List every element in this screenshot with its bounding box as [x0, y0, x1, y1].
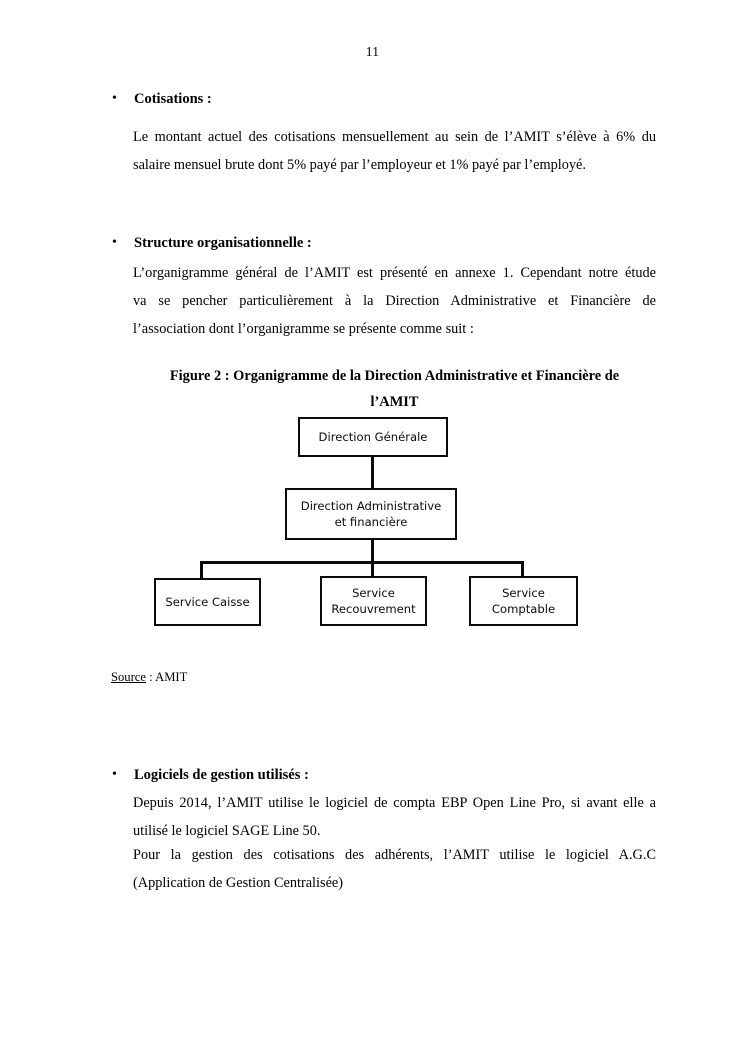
org-edge-to-service-comptable	[521, 561, 524, 579]
org-edge-trunk	[371, 540, 375, 564]
org-node-direction-administrative-financiere[interactable]: Direction Administrative et financière	[285, 488, 457, 540]
heading-logiciels-de-gestion: Logiciels de gestion utilisés :	[134, 767, 309, 783]
paragraph-line: Depuis 2014, l’AMIT utilise le logiciel …	[133, 795, 656, 811]
org-node-label: Service Caisse	[165, 595, 250, 609]
org-node-label-line-2: Recouvrement	[331, 602, 416, 616]
paragraph-line: utilisé le logiciel SAGE Line 50.	[133, 823, 321, 839]
paragraph-line: (Application de Gestion Centralisée)	[133, 875, 344, 891]
org-node-label-line-1: Service	[502, 586, 545, 600]
org-edge-bus	[200, 561, 524, 564]
figure-caption-line-1: Figure 2 : Organigramme de la Direction …	[169, 368, 620, 384]
bullet-icon: •	[112, 767, 117, 782]
org-edge-to-service-caisse	[200, 561, 203, 579]
figure-source-value: AMIT	[155, 670, 188, 684]
org-node-label-line-1: Service	[352, 586, 395, 600]
org-node-service-comptable[interactable]: Service Comptable	[469, 576, 578, 626]
org-edge-to-service-recouvrement	[371, 561, 375, 577]
bullet-icon: •	[112, 235, 117, 250]
paragraph-logiciels-1: Depuis 2014, l’AMIT utilise le logiciel …	[133, 789, 656, 845]
org-node-label-line-2: et financière	[334, 515, 408, 529]
paragraph-logiciels-2: Pour la gestion des cotisations des adhé…	[133, 841, 656, 897]
paragraph-line: Le montant actuel des cotisations mensue…	[133, 129, 656, 145]
figure-caption-line-2: l’AMIT	[370, 394, 419, 410]
heading-cotisations: Cotisations :	[134, 91, 212, 107]
paragraph-line: salaire mensuel brute dont 5% payé par l…	[133, 157, 586, 173]
org-node-service-recouvrement[interactable]: Service Recouvrement	[320, 576, 427, 626]
figure-source: Source : AMIT	[111, 668, 187, 686]
org-edge-generale-to-administrative	[371, 457, 375, 488]
org-node-service-caisse[interactable]: Service Caisse	[154, 578, 261, 626]
org-node-label: Direction Générale	[318, 430, 428, 444]
figure-caption: Figure 2 : Organigramme de la Direction …	[143, 363, 646, 415]
paragraph-line: va se pencher particulièrement à la Dire…	[133, 293, 656, 309]
heading-structure-organisationnelle: Structure organisationnelle :	[134, 235, 312, 251]
org-node-direction-generale[interactable]: Direction Générale	[298, 417, 448, 457]
org-node-label-line-2: Comptable	[491, 602, 556, 616]
paragraph-cotisations: Le montant actuel des cotisations mensue…	[133, 123, 656, 179]
figure-source-separator: :	[145, 670, 156, 684]
paragraph-structure-organisationnelle: L’organigramme général de l’AMIT est pré…	[133, 259, 656, 343]
paragraph-line: L’organigramme général de l’AMIT est pré…	[133, 265, 656, 281]
bullet-icon: •	[112, 91, 117, 106]
paragraph-line: Pour la gestion des cotisations des adhé…	[133, 847, 656, 863]
paragraph-line: l’association dont l’organigramme se pré…	[133, 321, 474, 337]
figure-source-label: Source	[111, 670, 146, 684]
page-number: 11	[365, 44, 380, 59]
org-node-label-line-1: Direction Administrative	[300, 499, 442, 513]
